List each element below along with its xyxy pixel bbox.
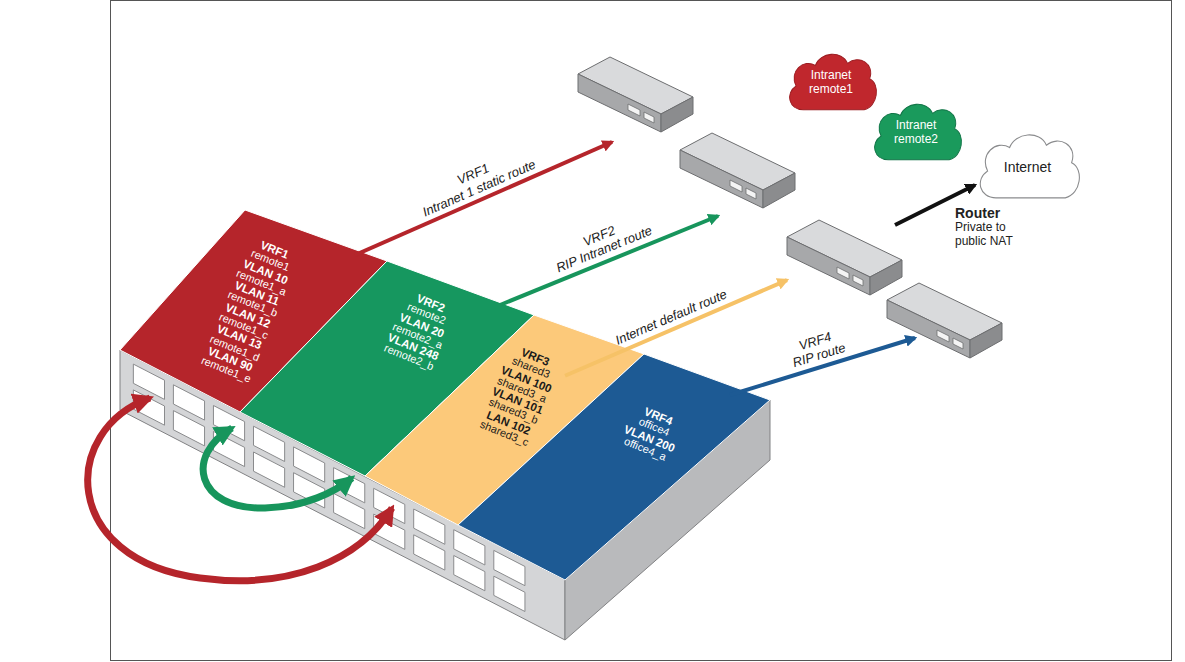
router-caption: RouterPrivate to public NAT bbox=[955, 205, 1037, 249]
cloud-label: Intranet remote1 bbox=[801, 69, 861, 97]
internet-cloud bbox=[980, 135, 1079, 198]
network-cloud: Internet bbox=[975, 130, 1080, 200]
port-slot bbox=[414, 535, 445, 570]
route-arrow bbox=[730, 338, 915, 395]
route-arrow bbox=[355, 142, 612, 255]
network-cloud: Intranet remote1 bbox=[785, 50, 877, 112]
router-note: Private to public NAT bbox=[955, 221, 1037, 249]
cloud-label: Internet bbox=[1004, 159, 1051, 175]
route-connector bbox=[565, 280, 787, 376]
port-slot bbox=[374, 514, 405, 549]
cloud-label: Intranet remote2 bbox=[886, 119, 946, 147]
port-slot bbox=[173, 411, 204, 446]
nat-router: RouterPrivate to public NAT bbox=[787, 225, 902, 295]
frame bbox=[111, 1, 1172, 661]
router-icon bbox=[787, 220, 902, 295]
port-slot bbox=[494, 576, 525, 611]
route-arrow bbox=[500, 216, 718, 305]
port-slot bbox=[454, 556, 485, 591]
intranet-cloud bbox=[875, 104, 962, 159]
router-icon bbox=[680, 133, 795, 208]
port-slot bbox=[254, 452, 285, 487]
network-cloud: Intranet remote2 bbox=[870, 100, 962, 162]
router-icon bbox=[887, 283, 1002, 358]
router-title: Router bbox=[955, 205, 1037, 221]
connector-label: Internet default route bbox=[613, 286, 729, 347]
router-icon bbox=[578, 57, 693, 132]
intranet-cloud bbox=[790, 54, 877, 109]
vrf4-area bbox=[458, 354, 770, 580]
port-slot bbox=[334, 493, 365, 528]
loop-arrow bbox=[88, 398, 392, 581]
loop-arrow bbox=[203, 428, 352, 508]
